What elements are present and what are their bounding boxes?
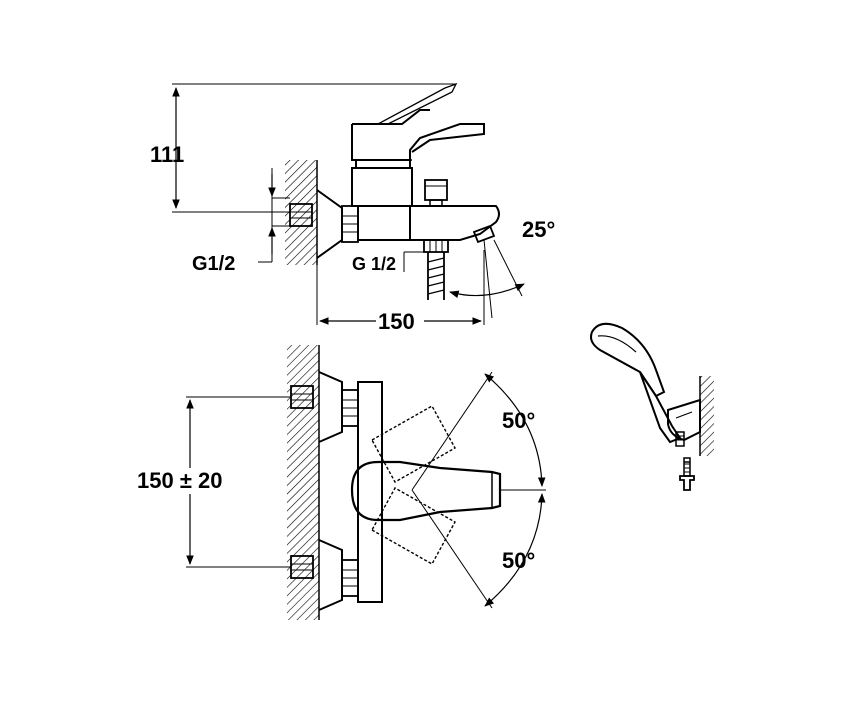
side-lever-raised [377,82,458,125]
shower-head [590,322,666,398]
lever-down-angle-label: 50° [502,548,535,573]
projection-label: 150 [378,309,415,334]
front-view: 50° 50° 150 ± 20 [136,345,546,620]
side-hose [427,252,445,300]
side-body [357,205,411,241]
side-escutcheon [316,189,343,259]
front-body [357,381,383,603]
side-spout [410,205,500,241]
height-label: 111 [150,142,184,167]
outlet-thread-label: G 1/2 [352,254,396,274]
centers-label: 150 ± 20 [137,468,222,493]
lever-up-angle-label: 50° [502,408,535,433]
shower-bracket [667,398,701,442]
shower-wall-hatch [700,376,714,456]
spout-angle-label: 25° [522,217,555,242]
lever-ghost-up [371,405,456,483]
lever-ghost-down [371,487,456,565]
inlet-thread-label: G1/2 [192,253,235,275]
side-lever [351,123,485,161]
hand-shower-view [590,322,714,491]
shower-screw [679,475,695,491]
side-view: 111 G1/2 G 1/2 25° 150 [150,82,555,334]
